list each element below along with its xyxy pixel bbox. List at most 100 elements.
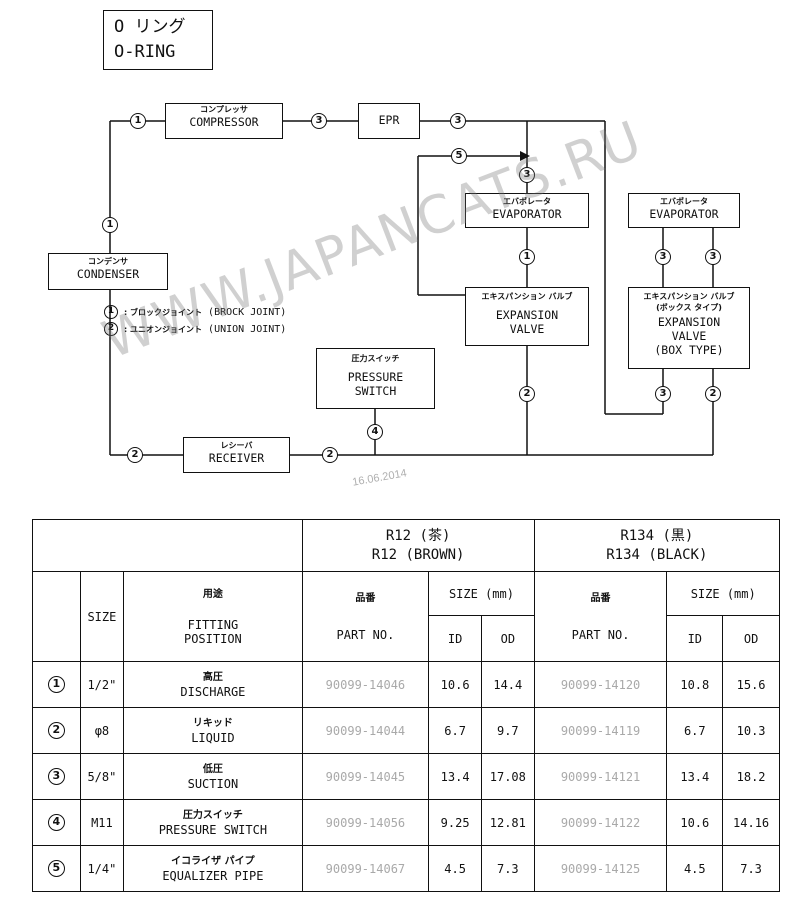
r12-part-en: PART NO.: [336, 627, 395, 642]
row-r134-part: 90099-14119: [533, 707, 668, 754]
r134-od-header: OD: [722, 615, 780, 662]
header-r12-part: 品番 PART NO.: [301, 571, 430, 662]
r12-part-jp: 品番: [355, 592, 376, 604]
marker-1-condenser: 1: [102, 217, 118, 233]
pressure-switch-jp: 圧力スイッチ: [351, 354, 400, 363]
row-fitting-jp: 低圧: [202, 763, 223, 775]
box-valve-en1: EXPANSION: [657, 315, 721, 329]
condenser-en: CONDENSER: [76, 267, 140, 281]
parts-table: R12 (茶) R12 (BROWN) R134 (黒) R134 (BLACK…: [32, 519, 781, 892]
marker-3-evap2-right: 3: [705, 249, 721, 265]
expansion-valve-box-type: エキスパンション バルブ (ボックス タイプ) EXPANSION VALVE …: [628, 287, 750, 369]
r134-part-jp: 品番: [590, 592, 611, 604]
evaporator1-en: EVAPORATOR: [492, 207, 562, 221]
marker-2-receiver-right: 2: [322, 447, 338, 463]
r12-od-header: OD: [480, 615, 535, 662]
r134-id-header: ID: [666, 615, 724, 662]
row-number: 3: [32, 753, 81, 800]
row-r12-part: 90099-14067: [301, 845, 430, 892]
r12-jp: R12 (茶): [385, 527, 451, 544]
row-fitting-en: DISCHARGE: [180, 684, 246, 699]
receiver-en: RECEIVER: [208, 451, 265, 465]
row-r12-part: 90099-14044: [301, 707, 430, 754]
condenser-jp: コンデンサ: [88, 257, 128, 266]
marker-2-receiver-left: 2: [127, 447, 143, 463]
r134-en: R134 (BLACK): [606, 546, 708, 563]
row-r134-od: 18.2: [722, 753, 780, 800]
row-r134-id: 13.4: [666, 753, 724, 800]
row-r12-id: 10.6: [428, 661, 482, 708]
box-valve-en3: (BOX TYPE): [654, 343, 724, 357]
pressure-switch-en2: SWITCH: [354, 384, 397, 398]
row-number-circle: 4: [47, 814, 65, 831]
row-r134-id: 6.7: [666, 707, 724, 754]
row-r12-id: 13.4: [428, 753, 482, 800]
header-blank: [32, 519, 303, 572]
row-fitting-jp: 高圧: [202, 671, 223, 683]
marker-4-pressure: 4: [367, 424, 383, 440]
pressure-switch-box: 圧力スイッチ PRESSURE SWITCH: [316, 348, 435, 409]
box-valve-jp1: エキスパンション バルブ: [643, 292, 735, 301]
row-size: 1/2": [79, 661, 125, 708]
evaporator1-jp: エバポレータ: [503, 197, 551, 206]
legend-jp-1: : ブロックジョイント: [124, 308, 203, 317]
evaporator-box-1: エバポレータ EVAPORATOR: [465, 193, 589, 228]
row-size: φ8: [79, 707, 125, 754]
marker-1-evaporator-out: 1: [519, 249, 535, 265]
header-row-refrigerant: R12 (茶) R12 (BROWN) R134 (黒) R134 (BLACK…: [32, 519, 781, 572]
row-number: 2: [32, 707, 81, 754]
row-r12-part: 90099-14046: [301, 661, 430, 708]
compressor-box: コンプレッサ COMPRESSOR: [165, 103, 283, 139]
legend-jp-2: : ユニオンジョイント: [124, 325, 203, 334]
expansion-valve-en2: VALVE: [509, 322, 545, 336]
evaporator2-jp: エバポレータ: [660, 197, 708, 206]
row-number-circle: 1: [47, 676, 65, 693]
compressor-jp: コンプレッサ: [200, 105, 248, 114]
expansion-valve-en1: EXPANSION: [495, 308, 559, 322]
legend-item-1: 1 : ブロックジョイント (BROCK JOINT): [104, 305, 286, 321]
marker-3-evaporator-in: 3: [519, 167, 535, 183]
fitting-en1: FITTING: [187, 617, 239, 632]
marker-3-compressor-epr: 3: [311, 113, 327, 129]
title-jp: O リング: [114, 17, 186, 37]
row-fitting-jp: イコライザ パイプ: [171, 855, 255, 867]
fitting-en2: POSITION: [183, 631, 242, 646]
title-en: O-RING: [114, 42, 176, 62]
r134-jp: R134 (黒): [620, 527, 694, 544]
row-fitting-jp: 圧力スイッチ: [182, 809, 243, 821]
header-fitting: 用途 FITTING POSITION: [123, 571, 303, 662]
row-fitting-en: LIQUID: [191, 730, 235, 745]
row-r134-od: 7.3: [722, 845, 780, 892]
marker-2-boxvalve-right: 2: [705, 386, 721, 402]
row-r134-id: 10.6: [666, 799, 724, 846]
row-fitting-en: EQUALIZER PIPE: [162, 868, 264, 883]
legend-num-2: 2: [104, 322, 118, 336]
row-r12-od: 9.7: [480, 707, 535, 754]
row-r12-part: 90099-14056: [301, 799, 430, 846]
row-r134-part: 90099-14122: [533, 799, 668, 846]
epr-box: EPR: [358, 103, 420, 139]
header-r134-part: 品番 PART NO.: [533, 571, 668, 662]
title-box: O リング O-RING: [103, 10, 213, 70]
box-valve-jp2: (ボックス タイプ): [656, 303, 722, 312]
row-r12-id: 4.5: [428, 845, 482, 892]
header-r12-size: SIZE (mm): [428, 571, 535, 616]
marker-1-compressor: 1: [130, 113, 146, 129]
header-row-2: SIZE 用途 FITTING POSITION 品番 PART NO. SIZ…: [32, 571, 780, 662]
r12-en: R12 (BROWN): [371, 546, 465, 563]
marker-5-equalizer: 5: [451, 148, 467, 164]
legend-item-2: 2 : ユニオンジョイント (UNION JOINT): [104, 322, 286, 338]
row-r12-od: 14.4: [480, 661, 535, 708]
marker-2-expansion-out: 2: [519, 386, 535, 402]
row-r12-part: 90099-14045: [301, 753, 430, 800]
marker-3-evap2-left: 3: [655, 249, 671, 265]
row-r12-od: 7.3: [480, 845, 535, 892]
header-size: SIZE: [79, 571, 125, 662]
expansion-valve-box: エキスパンション バルブ EXPANSION VALVE: [465, 287, 589, 346]
